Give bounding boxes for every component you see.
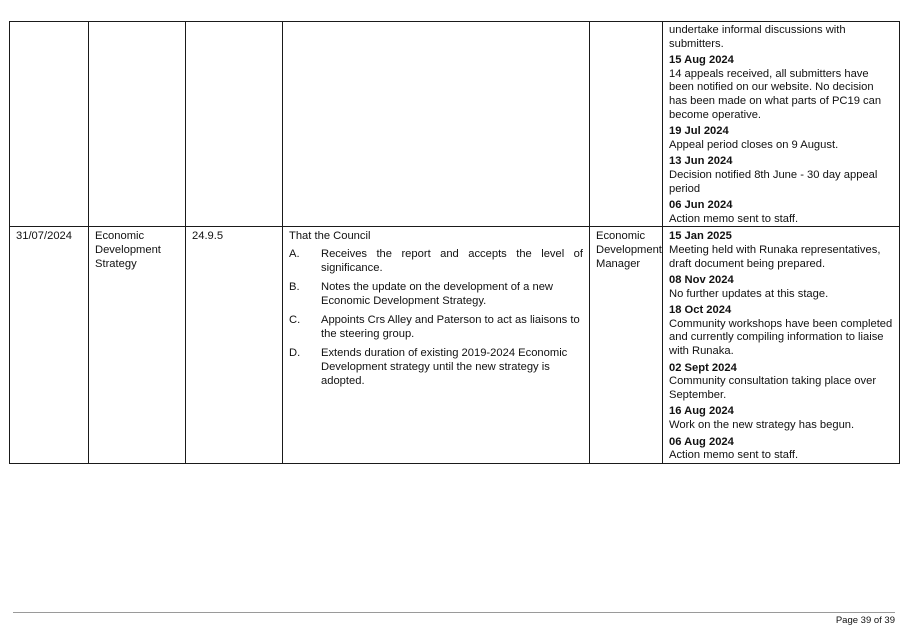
resolution-text: Notes the update on the development of a… (321, 281, 553, 307)
update-date: 16 Aug 2024 (669, 405, 734, 418)
update-text: Action memo sent to staff. (669, 212, 799, 225)
topic-cell: Economic Development Strategy (88, 226, 186, 464)
reference-cell (185, 20, 283, 228)
footer-divider (13, 612, 895, 613)
update-date: 18 Oct 2024 (669, 304, 732, 317)
update-text: 14 appeals received, all submitters have… (669, 67, 882, 121)
resolution-letter: A. (289, 247, 300, 260)
resolution-item: A. Receives the report and accepts the l… (289, 248, 583, 275)
action-report-table: undertake informal discussions with subm… (9, 20, 900, 464)
resolution-cell: That the Council A. Receives the report … (282, 226, 590, 464)
officer-cell (589, 20, 663, 228)
page-number: Page 39 of 39 (835, 615, 895, 626)
resolution-text: Appoints Crs Alley and Paterson to act a… (321, 314, 580, 340)
updates-cell: undertake informal discussions with subm… (662, 20, 900, 228)
update-date: 15 Aug 2024 (669, 54, 734, 67)
resolution-intro: That the Council (289, 230, 371, 243)
update-text: Decision notified 8th June - 30 day appe… (669, 168, 878, 195)
table-row: undertake informal discussions with subm… (9, 20, 900, 228)
update-date: 08 Nov 2024 (669, 274, 734, 287)
resolution-item: D. Extends duration of existing 2019-202… (289, 347, 583, 388)
table-row: 31/07/2024 Economic Development Strategy… (9, 226, 900, 464)
resolution-letter: D. (289, 347, 301, 360)
resolution-item: B. Notes the update on the development o… (289, 281, 583, 308)
resolution-text: Receives the report and accepts the leve… (321, 247, 583, 274)
date-cell: 31/07/2024 (9, 226, 89, 464)
update-text: Meeting held with Runaka representatives… (669, 243, 881, 270)
update-date: 06 Jun 2024 (669, 199, 733, 212)
reference-cell: 24.9.5 (185, 226, 283, 464)
update-text: Community consultation taking place over… (669, 375, 877, 401)
update-text: Work on the new strategy has begun. (669, 419, 855, 432)
update-date: 13 Jun 2024 (669, 155, 733, 168)
update-text: Appeal period closes on 9 August. (669, 138, 839, 151)
topic-cell (88, 20, 186, 228)
update-text: Action memo sent to staff. (669, 449, 799, 462)
update-text: undertake informal discussions with subm… (669, 24, 846, 50)
officer-cell: Economic Development Manager (589, 226, 663, 464)
resolution-item: C. Appoints Crs Alley and Paterson to ac… (289, 314, 583, 341)
update-date: 06 Aug 2024 (669, 435, 734, 448)
update-date: 15 Jan 2025 (669, 230, 732, 243)
date-cell (9, 20, 89, 228)
update-text: No further updates at this stage. (669, 287, 829, 300)
update-date: 02 Sept 2024 (669, 361, 737, 374)
resolution-cell (282, 20, 590, 228)
update-text: Community workshops have been completed … (669, 317, 893, 358)
resolution-letter: C. (289, 314, 301, 327)
updates-cell: 15 Jan 2025 Meeting held with Runaka rep… (662, 226, 900, 464)
resolution-text: Extends duration of existing 2019-2024 E… (321, 347, 568, 387)
resolution-letter: B. (289, 281, 300, 294)
update-date: 19 Jul 2024 (669, 125, 729, 138)
